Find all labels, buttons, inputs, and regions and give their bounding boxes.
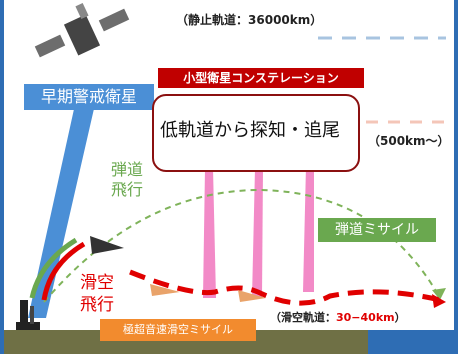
sensor-beam-2 <box>252 168 263 298</box>
glide-vehicle-icon <box>90 236 124 254</box>
glide-arrowhead <box>432 294 446 308</box>
launcher-icon <box>16 300 40 330</box>
ballistic-flight-label: 弾道飛行 <box>110 160 143 199</box>
satellite-icon <box>34 2 130 58</box>
boost-arc-red <box>41 241 86 301</box>
glide-vehicle-icon <box>238 290 266 302</box>
geo-orbit-label: （静止軌道：36000km） <box>176 13 323 27</box>
early-warning-satellite-label: 早期警戒衛星 <box>24 84 154 110</box>
glide-flight-label: 滑空飛行 <box>80 273 114 315</box>
frame-right-bar <box>454 0 458 354</box>
sensor-beam-1 <box>203 168 216 298</box>
ballistic-missile-label: 弾道ミサイル <box>318 218 436 242</box>
boost-arc-green <box>29 237 78 299</box>
glide-orbit-label: （滑空軌道：30−40km） <box>270 311 406 324</box>
glide-trajectory <box>129 269 441 306</box>
sensor-beam-3 <box>303 166 314 292</box>
hypersonic-glide-missile-label: 極超音速滑空ミサイル <box>100 319 256 341</box>
leo-altitude-label: （500km～） <box>368 134 450 148</box>
early-warning-beam <box>28 100 96 318</box>
ballistic-arrowhead <box>432 288 446 300</box>
frame-left-bar <box>0 0 4 354</box>
detect-track-box <box>152 94 360 172</box>
constellation-label: 小型衛星コンステレーション <box>158 68 364 88</box>
glide-vehicle-icon <box>150 284 180 296</box>
detect-track-label: 低軌道から探知・追尾 <box>160 120 340 141</box>
sea <box>368 330 454 354</box>
